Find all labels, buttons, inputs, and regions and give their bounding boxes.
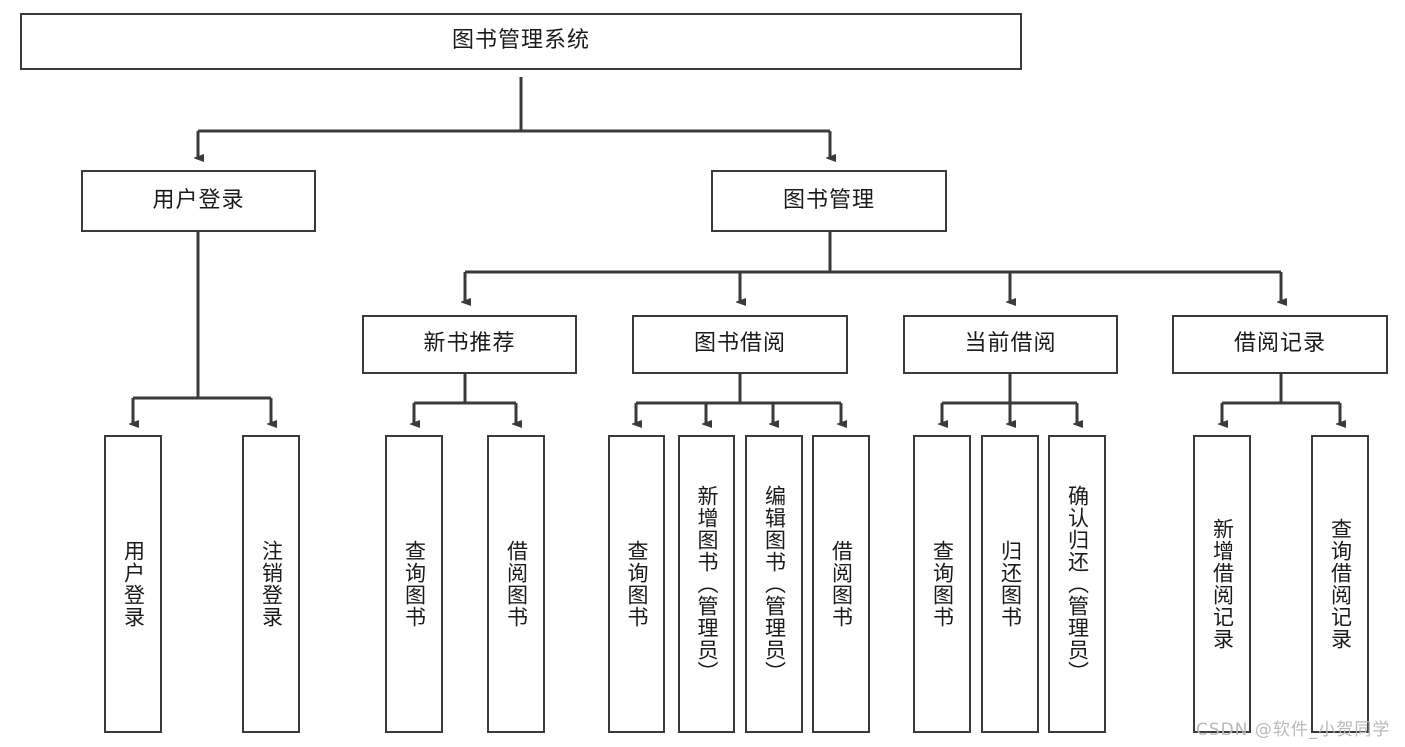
node-label: 当前借阅 <box>964 331 1057 357</box>
node-leaf-query-book-borrow[interactable]: 查询图书 <box>608 435 665 733</box>
node-leaf-query-book-current[interactable]: 查询图书 <box>913 435 971 733</box>
node-label: 查询图书 <box>402 540 427 628</box>
node-label: 借阅图书 <box>504 540 529 628</box>
node-label: 新增借阅记录 <box>1210 518 1235 650</box>
node-label: 用户登录 <box>152 187 245 213</box>
node-label: 借阅记录 <box>1233 331 1326 357</box>
node-book-borrow[interactable]: 图书借阅 <box>632 315 848 374</box>
node-leaf-add-book-admin[interactable]: 新增图书（管理员） <box>678 435 735 733</box>
node-root[interactable]: 图书管理系统 <box>20 13 1022 70</box>
node-leaf-add-borrow-record[interactable]: 新增借阅记录 <box>1193 435 1251 733</box>
node-label: 图书管理系统 <box>451 28 590 54</box>
node-current-borrow[interactable]: 当前借阅 <box>903 315 1118 374</box>
node-label: 用户登录 <box>121 540 146 628</box>
node-label: 新书推荐 <box>423 331 516 357</box>
node-label: 图书管理 <box>782 187 875 213</box>
node-borrow-record[interactable]: 借阅记录 <box>1172 315 1388 374</box>
watermark: CSDN @软件_小贺同学 <box>1196 720 1391 740</box>
node-leaf-user-login[interactable]: 用户登录 <box>104 435 162 733</box>
node-label: 借阅图书 <box>829 540 854 628</box>
node-user-login[interactable]: 用户登录 <box>81 170 316 232</box>
node-leaf-borrow-book-recommend[interactable]: 借阅图书 <box>487 435 545 733</box>
node-leaf-query-book-recommend[interactable]: 查询图书 <box>385 435 443 733</box>
node-label: 新增图书（管理员） <box>694 485 719 683</box>
node-label: 确认归还（管理员） <box>1065 485 1090 683</box>
node-label: 编辑图书（管理员） <box>762 485 787 683</box>
node-book-management[interactable]: 图书管理 <box>711 170 947 232</box>
node-leaf-logout[interactable]: 注销登录 <box>242 435 300 733</box>
node-label: 注销登录 <box>259 540 284 628</box>
node-leaf-confirm-return-admin[interactable]: 确认归还（管理员） <box>1048 435 1106 733</box>
node-label: 查询图书 <box>930 540 955 628</box>
node-leaf-return-book[interactable]: 归还图书 <box>981 435 1039 733</box>
node-label: 查询图书 <box>624 540 649 628</box>
node-leaf-borrow-book[interactable]: 借阅图书 <box>812 435 870 733</box>
node-leaf-query-borrow-record[interactable]: 查询借阅记录 <box>1311 435 1369 733</box>
node-label: 查询借阅记录 <box>1328 518 1353 650</box>
node-leaf-edit-book-admin[interactable]: 编辑图书（管理员） <box>745 435 803 733</box>
node-new-book-recommend[interactable]: 新书推荐 <box>362 315 577 374</box>
node-label: 归还图书 <box>998 540 1023 628</box>
node-label: 图书借阅 <box>693 331 786 357</box>
